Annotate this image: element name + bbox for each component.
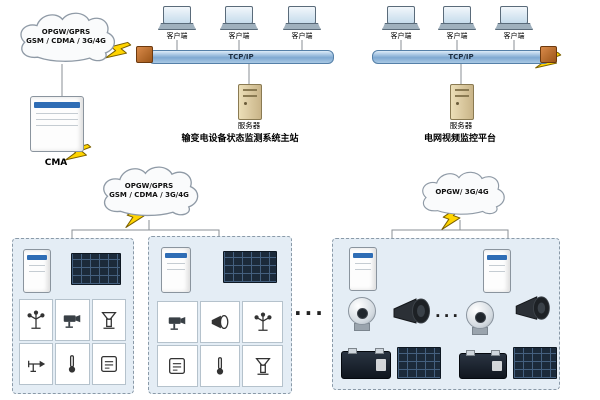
network-bus-video: TCP/IP [372, 50, 550, 64]
server-label: 服务器 [449, 121, 473, 130]
cabinet-icon [349, 247, 377, 291]
caption-monitoring-master: 输变电设备状态监测系统主站 [181, 134, 299, 144]
cloud-wan-mid-right: OPGW/ 3G/4G [416, 164, 508, 222]
cloud-label-line2: GSM / CDMA / 3G/4G [26, 37, 106, 45]
sensor-grid [157, 301, 283, 387]
client-workstation: 客户端 [435, 6, 479, 41]
camera-icon [55, 299, 90, 341]
client-label: 客户端 [390, 32, 412, 40]
anemometer-icon [19, 299, 54, 341]
temp-sensor-icon [55, 343, 90, 385]
cloud-label-line2: GSM / CDMA / 3G/4G [109, 191, 189, 199]
site-box-1 [12, 238, 134, 394]
laptop-base [283, 23, 321, 30]
site-box-2 [148, 236, 292, 394]
ellipsis-separator: ... [435, 303, 462, 321]
ellipsis-separator: ... [294, 296, 326, 320]
rain-gauge-icon [91, 299, 126, 341]
ptz-camera-icon [463, 301, 497, 335]
client-workstation: 客户端 [155, 6, 199, 41]
cabinet-icon [483, 249, 511, 293]
temp-sensor-icon [199, 345, 241, 387]
battery-icon [341, 348, 391, 379]
cloud-wan-mid-left: OPGW/GPRS GSM / CDMA / 3G/4G [96, 160, 202, 222]
laptop-base [382, 23, 420, 30]
cma-cabinet-icon [30, 96, 84, 152]
cabinet-icon [23, 249, 51, 293]
client-workstation: 客户端 [379, 6, 423, 41]
cloud-wan-top-left: OPGW/GPRS GSM / CDMA / 3G/4G [12, 8, 120, 66]
client-label: 客户端 [166, 32, 188, 40]
wind-vane-icon [19, 343, 54, 385]
siren-icon [515, 296, 550, 320]
client-label: 客户端 [291, 32, 313, 40]
cloud-icon [422, 171, 505, 215]
caption-video-platform: 电网视频监控平台 [423, 134, 496, 144]
client-workstation: 客户端 [280, 6, 324, 41]
cabinet-icon [161, 247, 191, 293]
laptop-base [495, 23, 533, 30]
network-bus-monitoring: TCP/IP [148, 50, 334, 64]
cloud-label-line1: OPGW/GPRS [124, 181, 174, 190]
siren-small-icon [199, 301, 241, 343]
laptop-base [158, 23, 196, 30]
laptop-icon [288, 6, 316, 24]
rain-gauge-icon [242, 345, 283, 387]
bus-label: TCP/IP [228, 53, 254, 61]
client-label: 客户端 [228, 32, 250, 40]
server-icon [450, 84, 474, 120]
wire-lines [61, 40, 515, 238]
solar-panel-icon [71, 253, 121, 285]
connector-icon [540, 46, 557, 63]
client-label: 客户端 [446, 32, 468, 40]
solar-panel-icon [513, 347, 557, 379]
client-workstation: 客户端 [492, 6, 536, 41]
client-workstation: 客户端 [217, 6, 261, 41]
client-label: 客户端 [503, 32, 525, 40]
camera-icon [157, 301, 198, 343]
sensor-grid [19, 299, 126, 385]
cloud-label-line1: OPGW/ 3G/4G [435, 188, 489, 197]
laptop-base [438, 23, 476, 30]
laptop-icon [443, 6, 471, 24]
connector-icon [136, 46, 153, 63]
control-box-icon [91, 343, 126, 385]
bus-label: TCP/IP [448, 53, 474, 61]
ptz-camera-icon [345, 297, 379, 331]
cma-label: CMA [44, 158, 68, 168]
server-icon [238, 84, 262, 120]
laptop-icon [163, 6, 191, 24]
cloud-icon [20, 12, 115, 62]
solar-panel-icon [397, 347, 441, 379]
laptop-icon [387, 6, 415, 24]
laptop-icon [500, 6, 528, 24]
server-label: 服务器 [237, 121, 261, 130]
laptop-base [220, 23, 258, 30]
cloud-icon [103, 166, 199, 217]
siren-icon [393, 298, 430, 324]
laptop-icon [225, 6, 253, 24]
cloud-label-line1: OPGW/GPRS [41, 27, 91, 36]
anemometer-icon [242, 301, 283, 343]
battery-icon [459, 350, 507, 379]
site-box-video: ... [332, 238, 560, 390]
solar-panel-icon [223, 251, 277, 283]
control-box-icon [157, 345, 198, 387]
